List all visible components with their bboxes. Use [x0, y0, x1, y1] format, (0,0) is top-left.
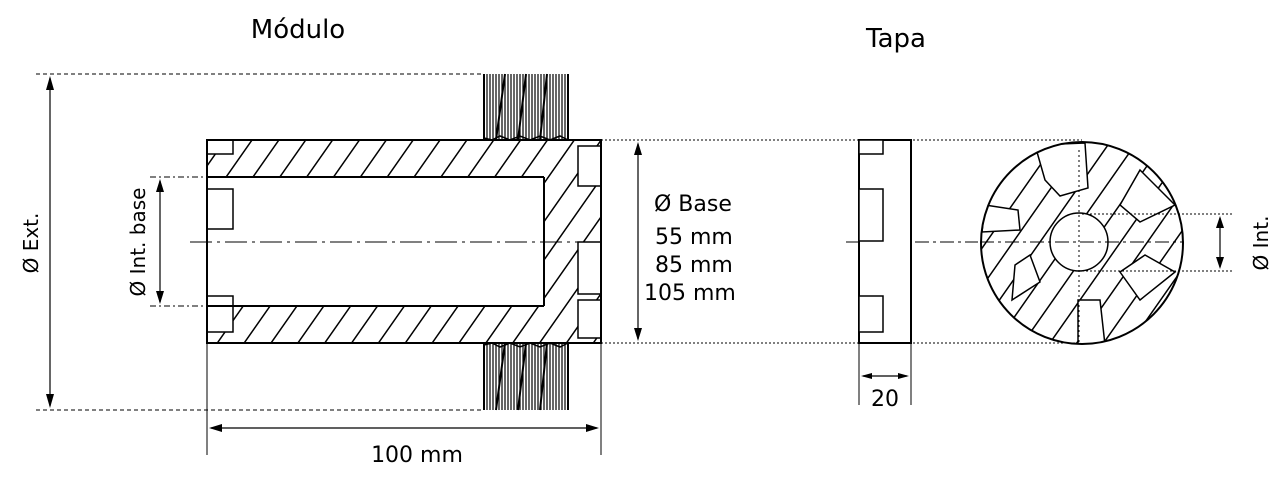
outer-diameter-dimension [36, 73, 484, 411]
outer-diameter-label: Ø Ext. [19, 213, 43, 274]
brush-tufts-bottom [483, 342, 569, 411]
length-dimension [206, 343, 602, 455]
base-diameter-dimension [601, 139, 1082, 344]
brush-tufts-top [483, 73, 569, 141]
cap-side-view [846, 139, 978, 344]
base-size-3: 105 mm [644, 281, 736, 306]
cap-inner-diameter-label: Ø Int. [1249, 216, 1273, 271]
cap-inner-diameter-dimension [1082, 213, 1232, 272]
base-size-2: 85 mm [655, 253, 733, 278]
inner-base-diameter-label: Ø Int. base [126, 188, 150, 297]
base-size-1: 55 mm [655, 225, 733, 250]
length-label: 100 mm [371, 443, 463, 468]
module-title: Módulo [251, 15, 345, 45]
cap-thickness-dimension [858, 343, 912, 405]
cap-title: Tapa [865, 24, 926, 54]
cap-front-view [980, 141, 1184, 345]
cap-thickness-label: 20 [871, 387, 899, 412]
inner-base-diameter-dimension [150, 176, 207, 307]
module-view: Módulo [19, 15, 1082, 468]
base-label: Ø Base [654, 192, 732, 217]
cap-view: Tapa 20 [846, 24, 1273, 412]
